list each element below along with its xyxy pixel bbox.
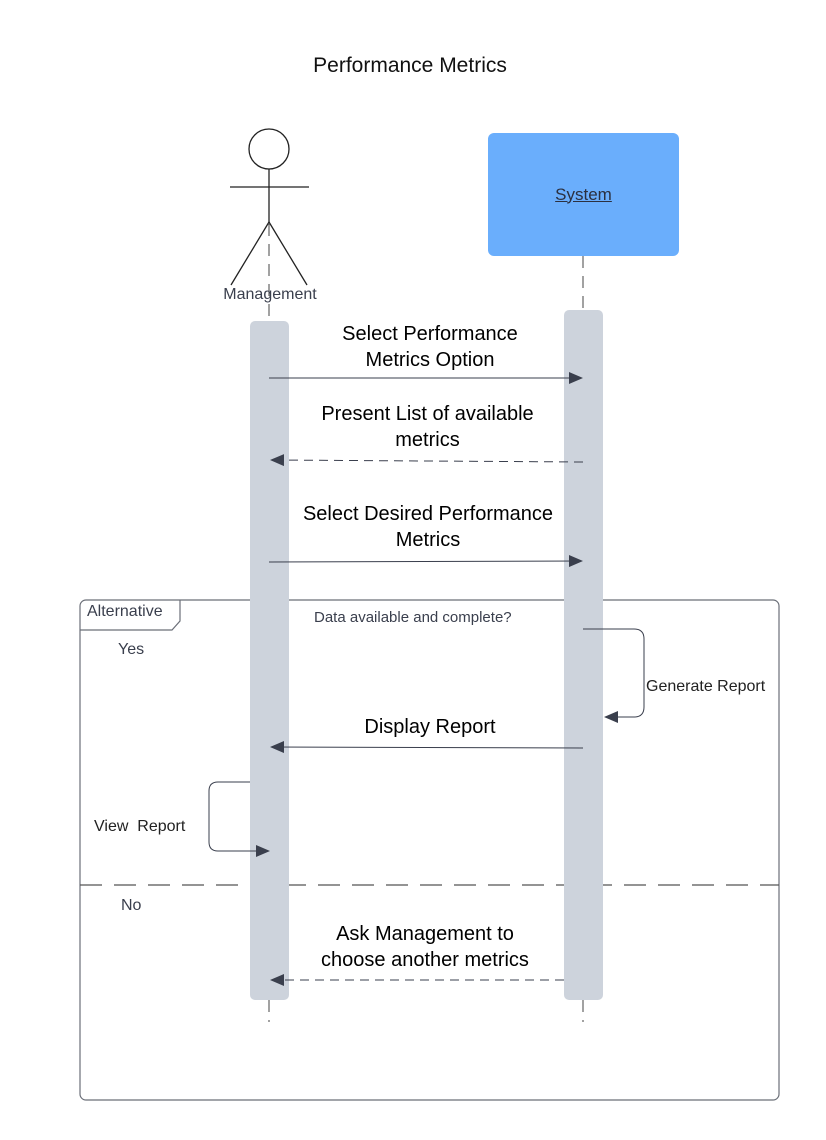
message-label-view-report: View Report (94, 818, 186, 835)
arrow-generate-report (583, 628, 645, 723)
alt-fragment-frame (79, 599, 780, 1101)
message-label-present-list: Present List of available metrics (321, 403, 534, 451)
system-participant[interactable]: System (488, 133, 679, 256)
message-label-ask-management: Ask Management to choose another metrics (321, 923, 529, 971)
actor-label: Management (223, 286, 317, 303)
alt-fragment-tab (80, 600, 181, 631)
arrow-view-report (208, 781, 270, 857)
actor-activation-bar (250, 321, 289, 1000)
fragment-operator-label: Alternative (87, 603, 163, 620)
message-label-select-option: Select Performance Metrics Option (342, 323, 518, 371)
message-label-display-report: Display Report (364, 716, 496, 738)
arrow-select-desired (268, 555, 583, 568)
operand-label-no: No (121, 897, 142, 914)
message-label-generate-report: Generate Report (646, 678, 766, 695)
arrow-present-list (270, 454, 584, 467)
diagram-title: Performance Metrics (313, 54, 507, 77)
message-label-select-desired: Select Desired Performance Metrics (302, 503, 554, 551)
stick-figure-icon (230, 128, 309, 286)
operand-label-yes: Yes (118, 641, 145, 658)
arrow-display-report (270, 741, 584, 754)
system-activation-bar (564, 310, 603, 1000)
system-label: System (555, 184, 612, 204)
fragment-guard: Data available and complete? (314, 609, 512, 626)
